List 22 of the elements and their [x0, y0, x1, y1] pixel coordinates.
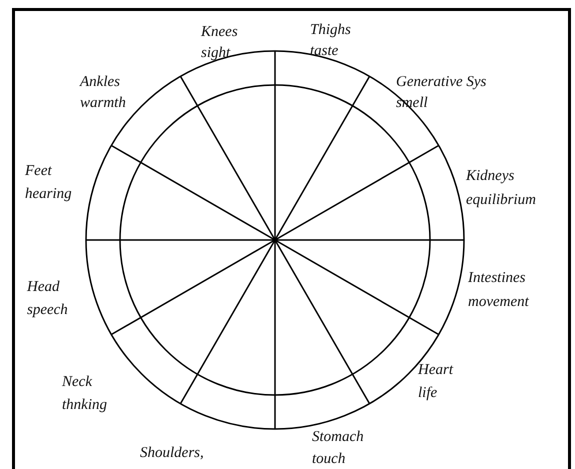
wheel-label: Generative Sys — [396, 74, 486, 91]
wheel-label: hearing — [25, 186, 72, 203]
wheel-label: Kidneys — [466, 168, 514, 185]
wheel-label: Intestines — [468, 270, 526, 287]
wheel-label: equilibrium — [466, 192, 536, 209]
wheel-label: life — [418, 385, 438, 402]
wheel-label: Head — [27, 279, 60, 296]
wheel-label: touch — [312, 451, 346, 468]
wheel-label: Neck — [62, 374, 92, 391]
wheel-label: Feet — [25, 163, 52, 180]
wheel-label: Stomach — [312, 429, 364, 446]
wheel-label: Heart — [418, 362, 453, 379]
wheel-label: speech — [27, 302, 68, 319]
wheel-label: sight — [201, 45, 230, 62]
wheel-label: movement — [468, 294, 529, 311]
wheel-label: thnking — [62, 397, 107, 414]
wheel-label: Knees — [201, 24, 238, 41]
wheel-label: Ankles — [80, 74, 120, 91]
wheel-label: Shoulders, — [140, 445, 204, 462]
wheel-label: warmth — [80, 95, 126, 112]
wheel-label: Thighs — [310, 22, 351, 39]
wheel-label: taste — [310, 43, 338, 60]
